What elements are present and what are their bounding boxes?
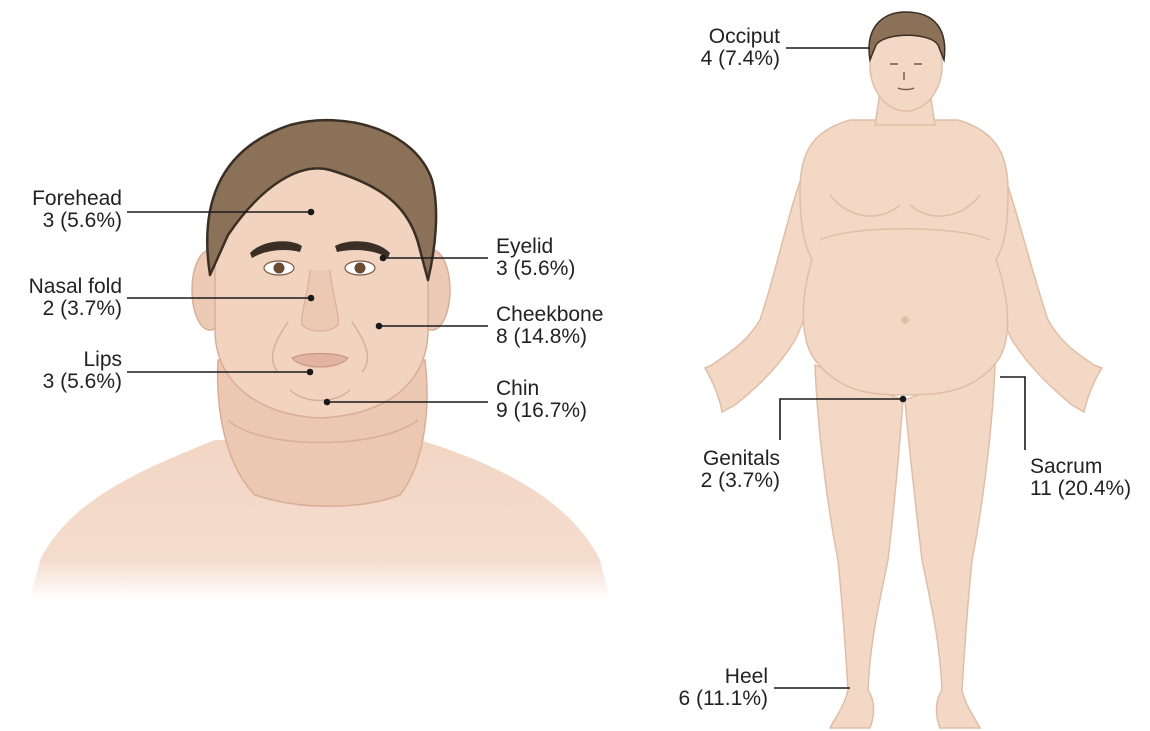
label-eyelid: Eyelid 3 (5.6%) [496,236,575,280]
sacrum-name: Sacrum [1030,456,1131,478]
forehead-count: 3 (5.6%) [32,210,122,232]
forehead-dot [309,210,314,215]
body-illustration [705,19,1102,728]
eyelid-name: Eyelid [496,236,575,258]
label-heel: Heel 6 (11.1%) [679,666,769,710]
right-leg [905,365,995,728]
heel-count: 6 (11.1%) [679,688,769,710]
left-pupil [274,263,285,274]
eyelid-dot [381,256,386,261]
nasal-fold-name: Nasal fold [29,276,122,298]
lips-name: Lips [43,349,122,371]
left-leg [815,365,903,728]
cheekbone-dot [377,324,382,329]
sacrum-count: 11 (20.4%) [1030,478,1131,500]
nasal-fold-count: 2 (3.7%) [29,298,122,320]
genitals-name: Genitals [701,448,780,470]
cheekbone-count: 8 (14.8%) [496,326,603,348]
eyelid-count: 3 (5.6%) [496,258,575,280]
chin-name: Chin [496,378,587,400]
occiput-name: Occiput [701,26,780,48]
nasal-fold-dot [309,296,314,301]
chin-count: 9 (16.7%) [496,400,587,422]
torso [800,120,1008,395]
lips-count: 3 (5.6%) [43,371,122,393]
genitals-dot [901,397,906,402]
label-forehead: Forehead 3 (5.6%) [32,188,122,232]
navel [902,317,908,323]
forehead-name: Forehead [32,188,122,210]
label-chin: Chin 9 (16.7%) [496,378,587,422]
label-lips: Lips 3 (5.6%) [43,349,122,393]
sacrum-leader [1000,377,1025,450]
label-sacrum: Sacrum 11 (20.4%) [1030,456,1131,500]
label-genitals: Genitals 2 (3.7%) [701,448,780,492]
label-nasal-fold: Nasal fold 2 (3.7%) [29,276,122,320]
label-occiput: Occiput 4 (7.4%) [701,26,780,70]
occiput-count: 4 (7.4%) [701,48,780,70]
cheekbone-name: Cheekbone [496,304,603,326]
heel-name: Heel [679,666,769,688]
lips-dot [308,370,313,375]
label-cheekbone: Cheekbone 8 (14.8%) [496,304,603,348]
chin-dot [325,400,330,405]
genitals-count: 2 (3.7%) [701,470,780,492]
right-pupil [355,263,366,274]
